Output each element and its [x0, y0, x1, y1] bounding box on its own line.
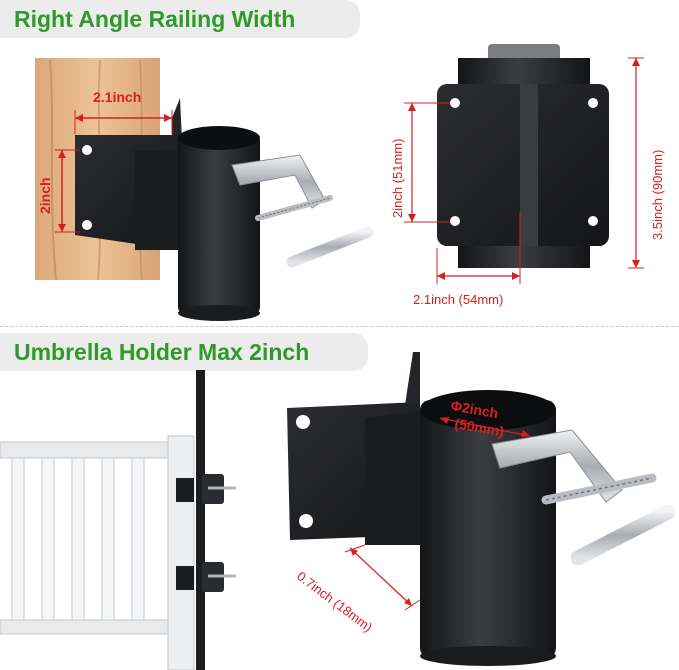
dimension-plate-width: 2.1inch (54mm): [413, 212, 521, 307]
dimension-total-height: 3.5inch (90mm): [628, 57, 665, 269]
gate-illustration: [0, 370, 236, 670]
bracket-top-left: [75, 98, 374, 321]
section-divider: [0, 326, 679, 327]
plate-width-label: 2.1inch (54mm): [413, 292, 503, 307]
plate-height-label: 2inch (51mm): [390, 139, 405, 218]
dimension-plate-height: 2inch (51mm): [390, 102, 450, 223]
dimension-railing-height: 2inch: [37, 149, 80, 233]
section-title-text: Right Angle Railing Width: [14, 5, 296, 32]
section-title-railing-width: Right Angle Railing Width: [0, 0, 360, 38]
bracket-front-view: [437, 44, 609, 268]
depth-label: 0.7inch (18mm): [294, 568, 375, 634]
dimension-railing-width: 2.1inch: [74, 89, 173, 134]
dimension-depth: 0.7inch (18mm): [294, 544, 421, 635]
section-title-text: Umbrella Holder Max 2inch: [14, 338, 310, 365]
total-height-label: 3.5inch (90mm): [650, 150, 665, 240]
section-title-umbrella-holder: Umbrella Holder Max 2inch: [0, 333, 368, 371]
bracket-large: [287, 352, 676, 666]
railing-height-label: 2inch: [37, 177, 53, 214]
railing-width-label: 2.1inch: [93, 89, 141, 105]
